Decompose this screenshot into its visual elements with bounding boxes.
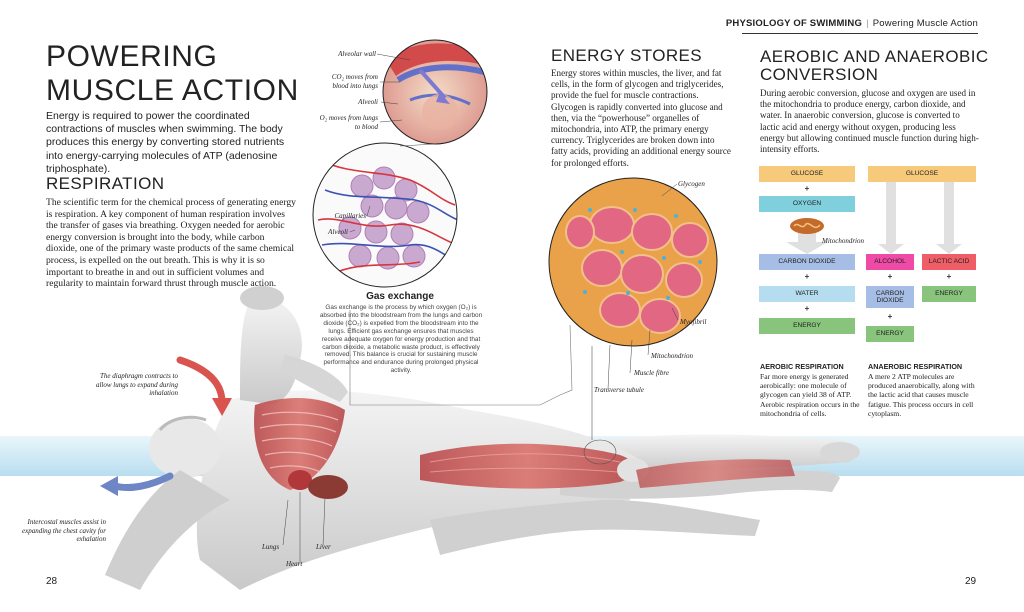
inhale-arrow <box>176 356 226 406</box>
label-glycogen: Glycogen <box>678 180 705 188</box>
page-title-line1: POWERING <box>46 40 218 73</box>
aerobic-text: Far more energy is generated aerobically… <box>760 372 860 418</box>
label-flow-mitochondrion: Mitochondrion <box>822 237 864 245</box>
heart-organ <box>288 470 312 490</box>
alveolus-closeup <box>383 40 487 144</box>
plus-6: + <box>887 312 893 321</box>
page-number-right: 29 <box>965 576 977 587</box>
box-lactic-acid: LACTIC ACID <box>922 254 976 270</box>
label-myofibril: Myofibril <box>680 318 707 326</box>
exhale-arrow-head <box>100 476 118 496</box>
header-rule <box>742 33 978 34</box>
anaerobic-text: A mere 2 ATP molecules are produced anae… <box>868 372 975 418</box>
page-title: POWERING MUSCLE ACTION <box>46 40 306 108</box>
box-water: WATER <box>759 286 855 302</box>
page-number-left: 28 <box>46 576 58 587</box>
plus-3: + <box>804 304 810 313</box>
gas-exchange-caption: Gas exchange is the process by which oxy… <box>319 304 483 375</box>
plus-4: + <box>887 272 893 281</box>
anaerobic-heading: ANAEROBIC RESPIRATION <box>868 362 963 371</box>
energy-stores-heading: ENERGY STORES <box>551 46 703 65</box>
conversion-heading-line1: AEROBIC AND ANAEROBIC <box>760 47 989 66</box>
label-alveoli-bottom: Alveoli <box>328 228 348 236</box>
running-head-section: PHYSIOLOGY OF SWIMMING <box>725 18 863 29</box>
label-heart: Heart <box>286 560 303 568</box>
page-title-line2: MUSCLE ACTION <box>46 74 299 107</box>
box-glucose-aerobic: GLUCOSE <box>759 166 855 182</box>
box-energy-aerobic: ENERGY <box>759 318 855 334</box>
flow-arrows <box>786 182 962 254</box>
label-transverse-tubule: Transverse tubule <box>594 386 644 394</box>
label-muscle-fibre: Muscle fibre <box>634 369 669 377</box>
aerobic-heading: AEROBIC RESPIRATION <box>760 362 844 371</box>
conversion-heading-line2: CONVERSION <box>760 65 879 84</box>
label-capillaries: Capillaries <box>334 212 366 220</box>
box-energy-anaerobic-bottom: ENERGY <box>866 326 914 342</box>
label-o2-moves: O₂ moves from lungs to blood <box>319 114 378 131</box>
label-liver: Liver <box>316 543 331 551</box>
plus-5: + <box>946 272 952 281</box>
label-diaphragm: The diaphragm contracts to allow lungs t… <box>95 372 178 397</box>
box-carbon-dioxide-anaerobic: CARBON DIOXIDE <box>866 286 914 308</box>
respiration-paragraph: The scientific term for the chemical pro… <box>46 197 296 290</box>
running-head-topic: Powering Muscle Action <box>872 18 978 29</box>
plus-1: + <box>804 184 810 193</box>
box-alcohol: ALCOHOL <box>866 254 914 270</box>
inhale-arrow-head <box>212 398 232 416</box>
box-energy-anaerobic-right: ENERGY <box>922 286 976 302</box>
respiration-heading: RESPIRATION <box>46 174 165 193</box>
exhale-arrow <box>111 472 174 492</box>
running-head: PHYSIOLOGY OF SWIMMING|Powering Muscle A… <box>726 18 978 29</box>
muscle-fibre-closeup <box>549 178 717 346</box>
label-mitochondrion: Mitochondrion <box>651 352 693 360</box>
label-lungs: Lungs <box>262 543 280 551</box>
plus-2: + <box>804 272 810 281</box>
label-intercostal: Intercostal muscles assist in expanding … <box>22 518 106 543</box>
label-co2-moves: CO₂ moves from blood into lungs <box>331 73 378 90</box>
liver-organ <box>308 475 348 499</box>
energy-stores-paragraph: Energy stores within muscles, the liver,… <box>551 68 731 168</box>
box-glucose-anaerobic: GLUCOSE <box>868 166 976 182</box>
label-alveolar-wall: Alveolar wall <box>338 50 376 58</box>
swimmer-figure <box>105 286 860 590</box>
mitochondrion-icon <box>790 218 824 234</box>
running-head-separator: | <box>866 18 869 29</box>
box-carbon-dioxide-aerobic: CARBON DIOXIDE <box>759 254 855 270</box>
intro-paragraph: Energy is required to power the coordina… <box>46 110 285 175</box>
conversion-paragraph: During aerobic conversion, glucose and o… <box>760 88 979 155</box>
capillary-closeup <box>313 143 457 287</box>
gas-exchange-title: Gas exchange <box>366 291 434 302</box>
conversion-heading: AEROBIC AND ANAEROBIC CONVERSION <box>760 48 989 84</box>
label-alveoli-top: Alveoli <box>358 98 378 106</box>
box-oxygen: OXYGEN <box>759 196 855 212</box>
